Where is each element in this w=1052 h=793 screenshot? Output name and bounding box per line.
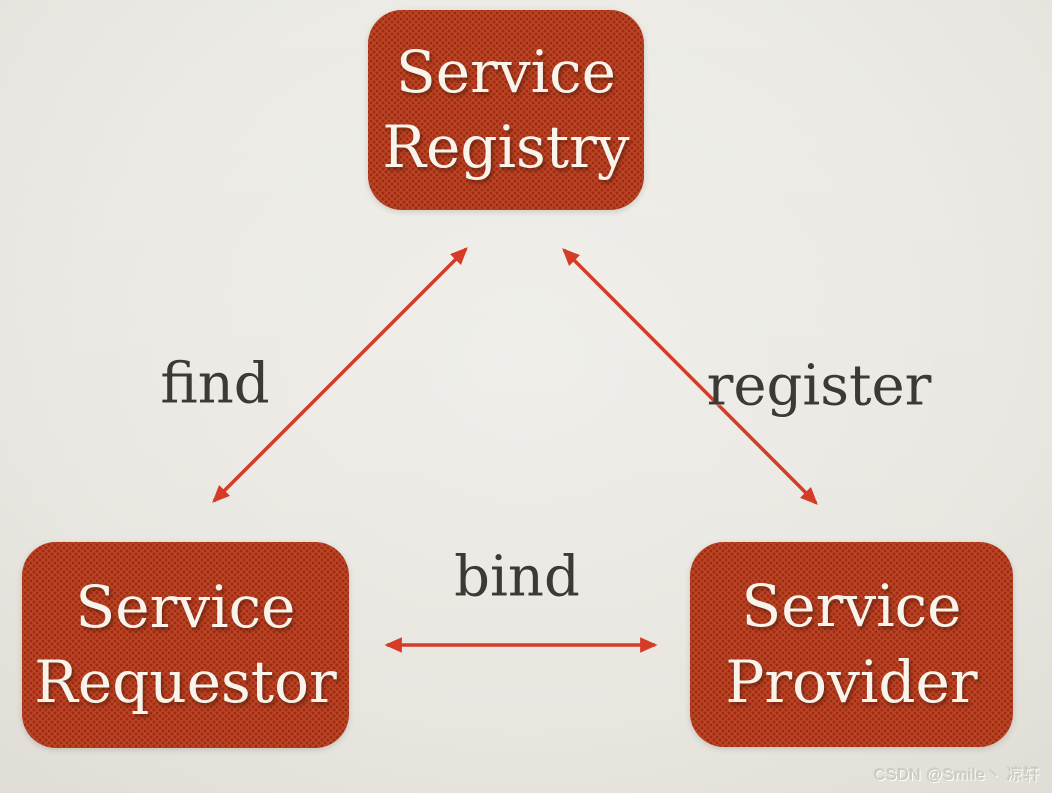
- node-label-line: Service: [741, 572, 962, 641]
- node-label-line: Registry: [382, 113, 630, 181]
- watermark: CSDN @Smile丶 凉轩: [874, 767, 1040, 784]
- node-label-line: Service: [75, 572, 296, 641]
- node-service-requestor: Service Requestor: [22, 542, 349, 748]
- node-label-line: Requestor: [34, 648, 337, 716]
- node-label-line: Service: [396, 37, 616, 106]
- node-service-registry: Service Registry: [368, 10, 644, 210]
- node-service-provider: Service Provider: [690, 542, 1013, 747]
- edge-label-bind: bind: [454, 544, 580, 610]
- node-label-line: Provider: [725, 647, 978, 716]
- register-arrow: [562, 248, 818, 505]
- edge-label-register: register: [706, 353, 932, 419]
- edge-label-find: find: [160, 351, 270, 417]
- find-arrow: [212, 247, 468, 503]
